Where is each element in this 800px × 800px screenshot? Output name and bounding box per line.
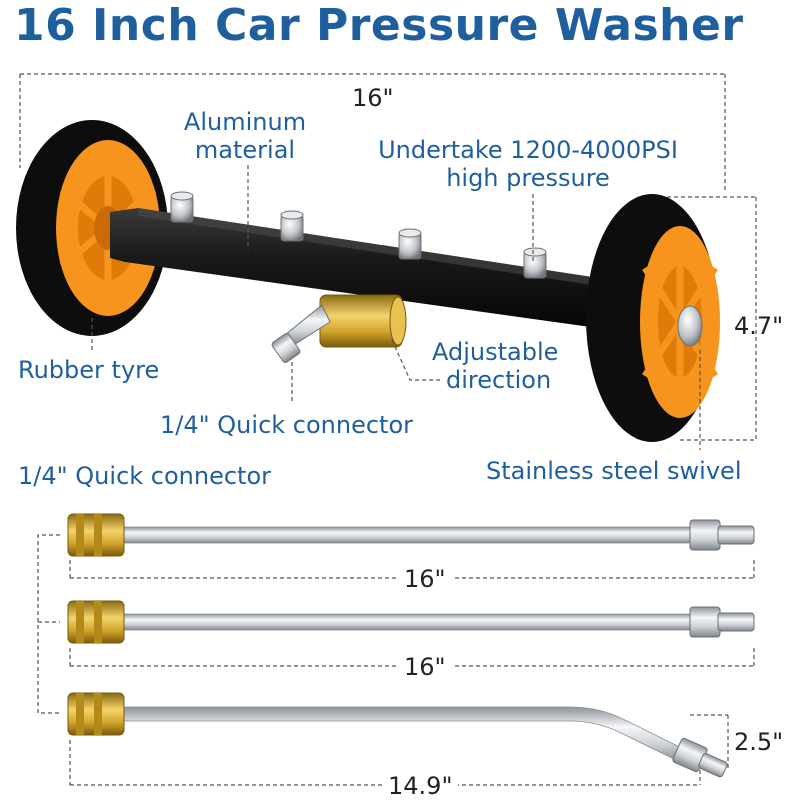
rubber-tyre-label: Rubber tyre xyxy=(18,356,160,384)
wand-icon xyxy=(67,513,755,557)
pressure-line1: Undertake 1200-4000PSI xyxy=(378,136,678,164)
wand3-bend-label: 2.5" xyxy=(734,728,784,756)
wheel-icon xyxy=(16,120,168,336)
pressure-label: Undertake 1200-4000PSI high pressure xyxy=(358,136,698,192)
height-dimension xyxy=(660,196,757,441)
wand1-length-label: 16" xyxy=(398,565,452,593)
adjustable-line1: Adjustable xyxy=(432,338,559,366)
quick-connector-bottom-label: 1/4" Quick connector xyxy=(18,462,272,490)
adjustable-line2: direction xyxy=(446,366,552,394)
height-label: 4.7" xyxy=(734,312,784,340)
wheel-icon xyxy=(586,194,720,442)
page-title: 16 Inch Car Pressure Washer xyxy=(14,0,744,51)
wand3-length-label: 14.9" xyxy=(382,772,459,800)
pressure-line2: high pressure xyxy=(446,164,610,192)
aluminum-line2: material xyxy=(194,136,296,164)
wand-icon xyxy=(67,600,755,644)
bar-length-label: 16" xyxy=(352,84,394,112)
wand2-length-label: 16" xyxy=(398,653,452,681)
aluminum-label: Aluminum material xyxy=(170,108,320,164)
stainless-swivel-label: Stainless steel swivel xyxy=(486,457,742,485)
nozzle-icon xyxy=(170,191,547,279)
adjustable-connector xyxy=(271,294,407,363)
adjustable-label: Adjustable direction xyxy=(432,338,558,394)
wand-dimensions xyxy=(37,534,755,786)
spray-bar xyxy=(110,208,612,330)
leader-lines xyxy=(91,165,701,450)
quick-connector-top-label: 1/4" Quick connector xyxy=(160,411,414,439)
bar-length-dimension xyxy=(19,73,726,190)
wand-icon xyxy=(67,692,728,778)
aluminum-line1: Aluminum xyxy=(183,108,307,136)
